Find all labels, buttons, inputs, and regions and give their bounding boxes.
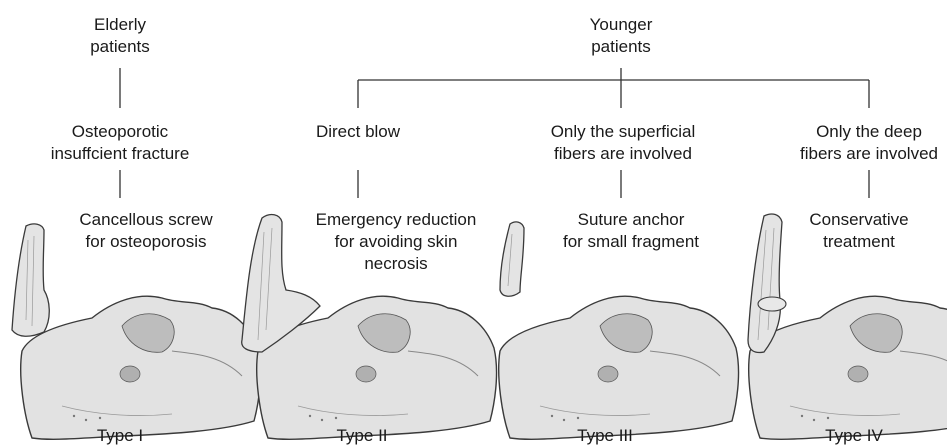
fragment-type-3	[500, 222, 524, 296]
node-cancellous-screw: Cancellous screw for osteoporosis	[79, 209, 212, 253]
bone-type-1	[21, 296, 261, 439]
node-conservative-treatment: Conservative treatment	[809, 209, 908, 253]
avulsed-piece-type-4	[758, 297, 786, 311]
label-type-3: Type III	[577, 426, 633, 446]
node-younger-patients: Younger patients	[590, 14, 653, 58]
label-type-2: Type II	[336, 426, 387, 446]
node-suture-anchor: Suture anchor for small fragment	[563, 209, 699, 253]
label-type-1: Type I	[97, 426, 143, 446]
node-emergency-reduction: Emergency reduction for avoiding skin ne…	[316, 209, 477, 275]
node-direct-blow: Direct blow	[316, 121, 400, 143]
fragment-type-1	[12, 224, 49, 336]
node-osteoporotic-fracture: Osteoporotic insuffcient fracture	[51, 121, 190, 165]
node-elderly-patients: Elderly patients	[90, 14, 150, 58]
node-deep-fibers: Only the deep fibers are involved	[800, 121, 938, 165]
bone-type-3	[499, 296, 739, 439]
label-type-4: Type IV	[825, 426, 883, 446]
node-superficial-fibers: Only the superficial fibers are involved	[551, 121, 696, 165]
